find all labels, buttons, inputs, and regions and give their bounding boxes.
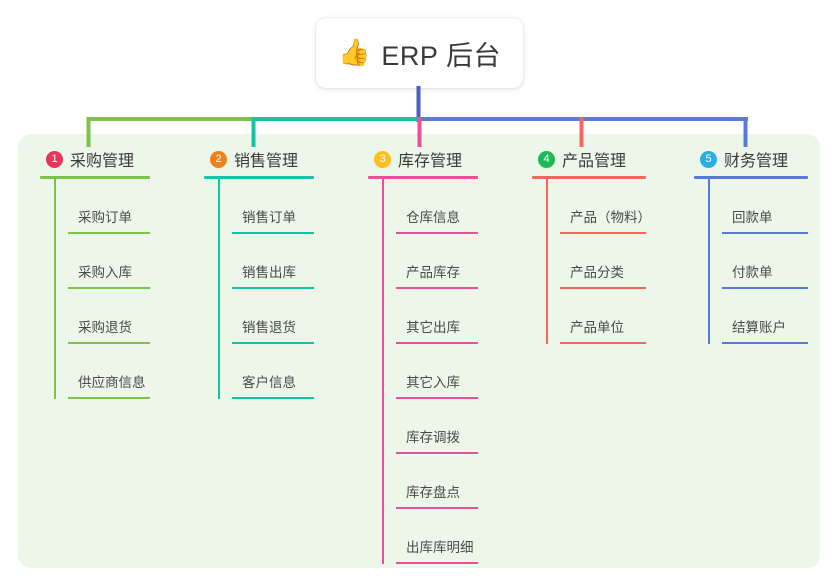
branch-item-label: 采购入库: [78, 265, 132, 280]
branch-column-4: 4 产品管理产品（物料） 产品分类产品单位: [532, 146, 651, 344]
branch-item[interactable]: 库存盘点: [396, 454, 478, 509]
branch-item-label: 销售出库: [242, 265, 296, 280]
branch-item-label: 销售订单: [242, 210, 296, 225]
branch-item[interactable]: 采购入库: [68, 234, 150, 289]
branch-column-3: 3 库存管理仓库信息产品库存其它出库其它入库库存调拨库存盘点出库库明细: [368, 146, 478, 564]
branch-item-label: 出库库明细: [406, 540, 474, 555]
branch-item[interactable]: 其它入库: [396, 344, 478, 399]
branch-number-badge: 5: [700, 150, 717, 168]
branches-panel: [18, 134, 820, 568]
root-trunk-line: [416, 86, 421, 122]
branch-number-badge: 1: [46, 150, 63, 168]
branch-item[interactable]: 仓库信息: [396, 179, 478, 234]
branch-item-list: 采购订单采购入库采购退货供应商信息: [40, 179, 150, 399]
branch-item-label: 其它入库: [406, 375, 460, 390]
branch-title: 采购管理: [70, 153, 135, 170]
branch-column-2: 2 销售管理销售订单销售出库销售退货客户信息: [204, 146, 314, 399]
branch-item[interactable]: 产品单位: [560, 289, 646, 344]
branch-item-list: 产品（物料） 产品分类产品单位: [532, 179, 651, 344]
thumbs-up-icon: 👍: [338, 38, 371, 68]
branch-item[interactable]: 供应商信息: [68, 344, 150, 399]
branch-title: 财务管理: [724, 153, 789, 170]
branch-column-5: 5 财务管理回款单付款单结算账户: [694, 146, 808, 344]
branch-item[interactable]: 销售退货: [232, 289, 314, 344]
branch-item[interactable]: 采购订单: [68, 179, 150, 234]
branch-item[interactable]: 产品库存: [396, 234, 478, 289]
branch-title: 销售管理: [234, 153, 299, 170]
branch-number-badge: 2: [210, 150, 227, 168]
branch-item[interactable]: 库存调拨: [396, 399, 478, 454]
branch-item-label: 其它出库: [406, 320, 460, 335]
branch-column-1: 1 采购管理采购订单采购入库采购退货供应商信息: [40, 146, 150, 399]
branch-title: 产品管理: [562, 153, 627, 170]
branch-item[interactable]: 其它出库: [396, 289, 478, 344]
branch-item[interactable]: 结算账户: [722, 289, 808, 344]
branch-header-rule: [532, 176, 646, 179]
branch-item-label: 产品单位: [570, 320, 624, 335]
branch-header-4[interactable]: 4 产品管理: [532, 146, 646, 172]
connector-bar-segment-1: [88, 117, 256, 121]
branch-item-list: 回款单付款单结算账户: [694, 179, 808, 344]
root-node-content: 👍 ERP 后台: [338, 34, 501, 73]
branch-item-label: 采购退货: [78, 320, 132, 335]
branch-header-3[interactable]: 3 库存管理: [368, 146, 478, 172]
branch-item-label: 采购订单: [78, 210, 132, 225]
branch-item[interactable]: 产品（物料）: [560, 179, 651, 234]
branch-item-list: 仓库信息产品库存其它出库其它入库库存调拨库存盘点出库库明细: [368, 179, 478, 564]
connector-bar-segment-3: [419, 117, 584, 121]
connector-bar-segment-4: [581, 117, 748, 121]
branch-item[interactable]: 销售出库: [232, 234, 314, 289]
branch-header-5[interactable]: 5 财务管理: [694, 146, 808, 172]
branch-item-label: 产品库存: [406, 265, 460, 280]
branch-item-label: 回款单: [732, 210, 773, 225]
branch-item-label: 付款单: [732, 265, 773, 280]
branch-item-label: 结算账户: [732, 320, 786, 335]
root-node-title: ERP 后台: [381, 40, 501, 71]
branch-number-badge: 3: [374, 150, 391, 168]
branch-header-1[interactable]: 1 采购管理: [40, 146, 150, 172]
branch-item[interactable]: 付款单: [722, 234, 808, 289]
branch-header-rule: [694, 176, 808, 179]
branch-item-label: 销售退货: [242, 320, 296, 335]
branch-item-list: 销售订单销售出库销售退货客户信息: [204, 179, 314, 399]
branch-item-label: 产品（物料）: [570, 210, 651, 225]
branch-header-2[interactable]: 2 销售管理: [204, 146, 314, 172]
branch-title: 库存管理: [398, 153, 463, 170]
branch-item[interactable]: 产品分类: [560, 234, 646, 289]
connector-bar-segment-2: [253, 117, 422, 121]
branch-item[interactable]: 客户信息: [232, 344, 314, 399]
branch-item-label: 库存盘点: [406, 485, 460, 500]
branch-header-rule: [368, 176, 478, 179]
branch-item-label: 仓库信息: [406, 210, 460, 225]
branch-item-label: 供应商信息: [78, 375, 146, 390]
branch-item[interactable]: 销售订单: [232, 179, 314, 234]
branch-item[interactable]: 回款单: [722, 179, 808, 234]
root-node[interactable]: 👍 ERP 后台: [316, 18, 523, 88]
branch-number-badge: 4: [538, 150, 555, 168]
branch-header-rule: [40, 176, 150, 179]
branch-item-label: 客户信息: [242, 375, 296, 390]
branch-item[interactable]: 采购退货: [68, 289, 150, 344]
branch-item-label: 产品分类: [570, 265, 624, 280]
branch-header-rule: [204, 176, 314, 179]
branch-item[interactable]: 出库库明细: [396, 509, 478, 564]
branch-item-label: 库存调拨: [406, 430, 460, 445]
